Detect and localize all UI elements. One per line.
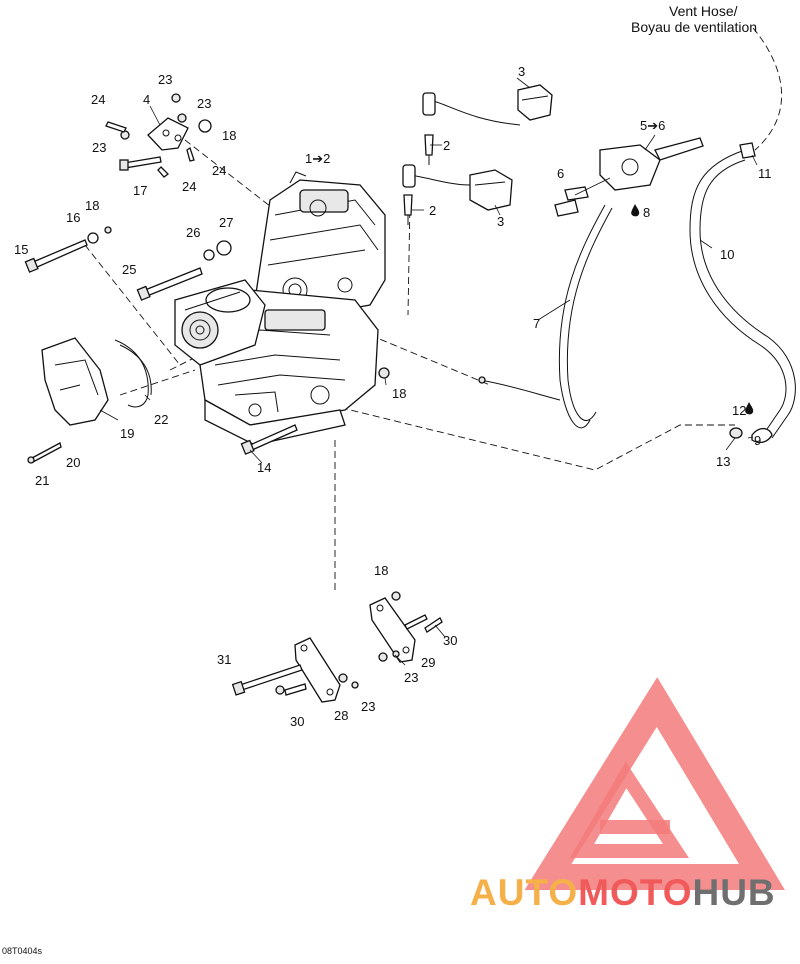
engine-mount-parts: [231, 591, 443, 703]
callout-1-2: 1➔2: [305, 151, 330, 166]
callout-2-lower: 2: [429, 203, 436, 218]
callout-29: 29: [421, 655, 435, 670]
callout-3-lower: 3: [497, 214, 504, 229]
logo-text: AUTOMOTOHUB: [470, 872, 776, 913]
callout-20: 20: [66, 455, 80, 470]
callout-23-c: 23: [92, 140, 106, 155]
callout-17: 17: [133, 183, 147, 198]
throttle-and-hoses: [478, 137, 796, 444]
callout-25: 25: [122, 262, 136, 277]
callout-2-upper: 2: [443, 138, 450, 153]
logo-outer-triangle: [524, 677, 785, 890]
lubricant-drop-icon: [631, 204, 640, 217]
callout-6: 6: [557, 166, 564, 181]
leader-lines: [99, 77, 758, 666]
callout-10: 10: [720, 247, 734, 262]
callout-24-a: 24: [91, 92, 105, 107]
callout-21: 21: [35, 473, 49, 488]
callout-27: 27: [219, 215, 233, 230]
vent-hose-label-line2: Boyau de ventilation: [631, 19, 757, 35]
engine-assembly: [174, 171, 386, 446]
callout-14: 14: [257, 460, 271, 475]
callout-28: 28: [334, 708, 348, 723]
callout-12: 12: [732, 403, 746, 418]
callout-18-c: 18: [392, 386, 406, 401]
callout-26: 26: [186, 225, 200, 240]
ignition-parts: [402, 84, 553, 225]
callout-30-b: 30: [290, 714, 304, 729]
callout-3-upper: 3: [518, 64, 525, 79]
callout-11: 11: [758, 166, 772, 181]
logo-text-moto: MOTO: [578, 872, 692, 913]
automotohub-logo: [524, 677, 785, 890]
logo-inner-triangle: [569, 761, 689, 858]
callout-23-a: 23: [158, 72, 172, 87]
callout-19: 19: [120, 426, 134, 441]
lubricant-drop-icon-2: [745, 402, 754, 415]
logo-crossbar: [600, 820, 670, 834]
callout-18-a: 18: [85, 198, 99, 213]
callout-24-c: 24: [182, 179, 196, 194]
bracket-fasteners: [105, 93, 212, 178]
callout-22: 22: [154, 412, 168, 427]
callout-18-b: 18: [222, 128, 236, 143]
callout-23-d: 23: [404, 670, 418, 685]
part-4-bracket: [147, 105, 189, 151]
logo-text-hub: HUB: [692, 872, 775, 913]
callout-13: 13: [716, 454, 730, 469]
reference-code: 08T0404s: [2, 946, 43, 956]
callout-7: 7: [533, 316, 540, 331]
callout-9: 9: [754, 433, 761, 448]
callout-18-d: 18: [374, 563, 388, 578]
callout-16: 16: [66, 210, 80, 225]
callout-4: 4: [143, 92, 150, 107]
callout-5-6: 5➔6: [640, 118, 665, 133]
callout-30-a: 30: [443, 633, 457, 648]
callout-15: 15: [14, 242, 28, 257]
callout-24-b: 24: [212, 163, 226, 178]
vent-hose-label-line1: Vent Hose/: [669, 3, 738, 19]
callout-23-b: 23: [197, 96, 211, 111]
callout-23-e: 23: [361, 699, 375, 714]
callout-31: 31: [217, 652, 231, 667]
callout-8: 8: [643, 205, 650, 220]
left-side-parts: [24, 226, 390, 464]
logo-text-auto: AUTO: [470, 872, 578, 913]
